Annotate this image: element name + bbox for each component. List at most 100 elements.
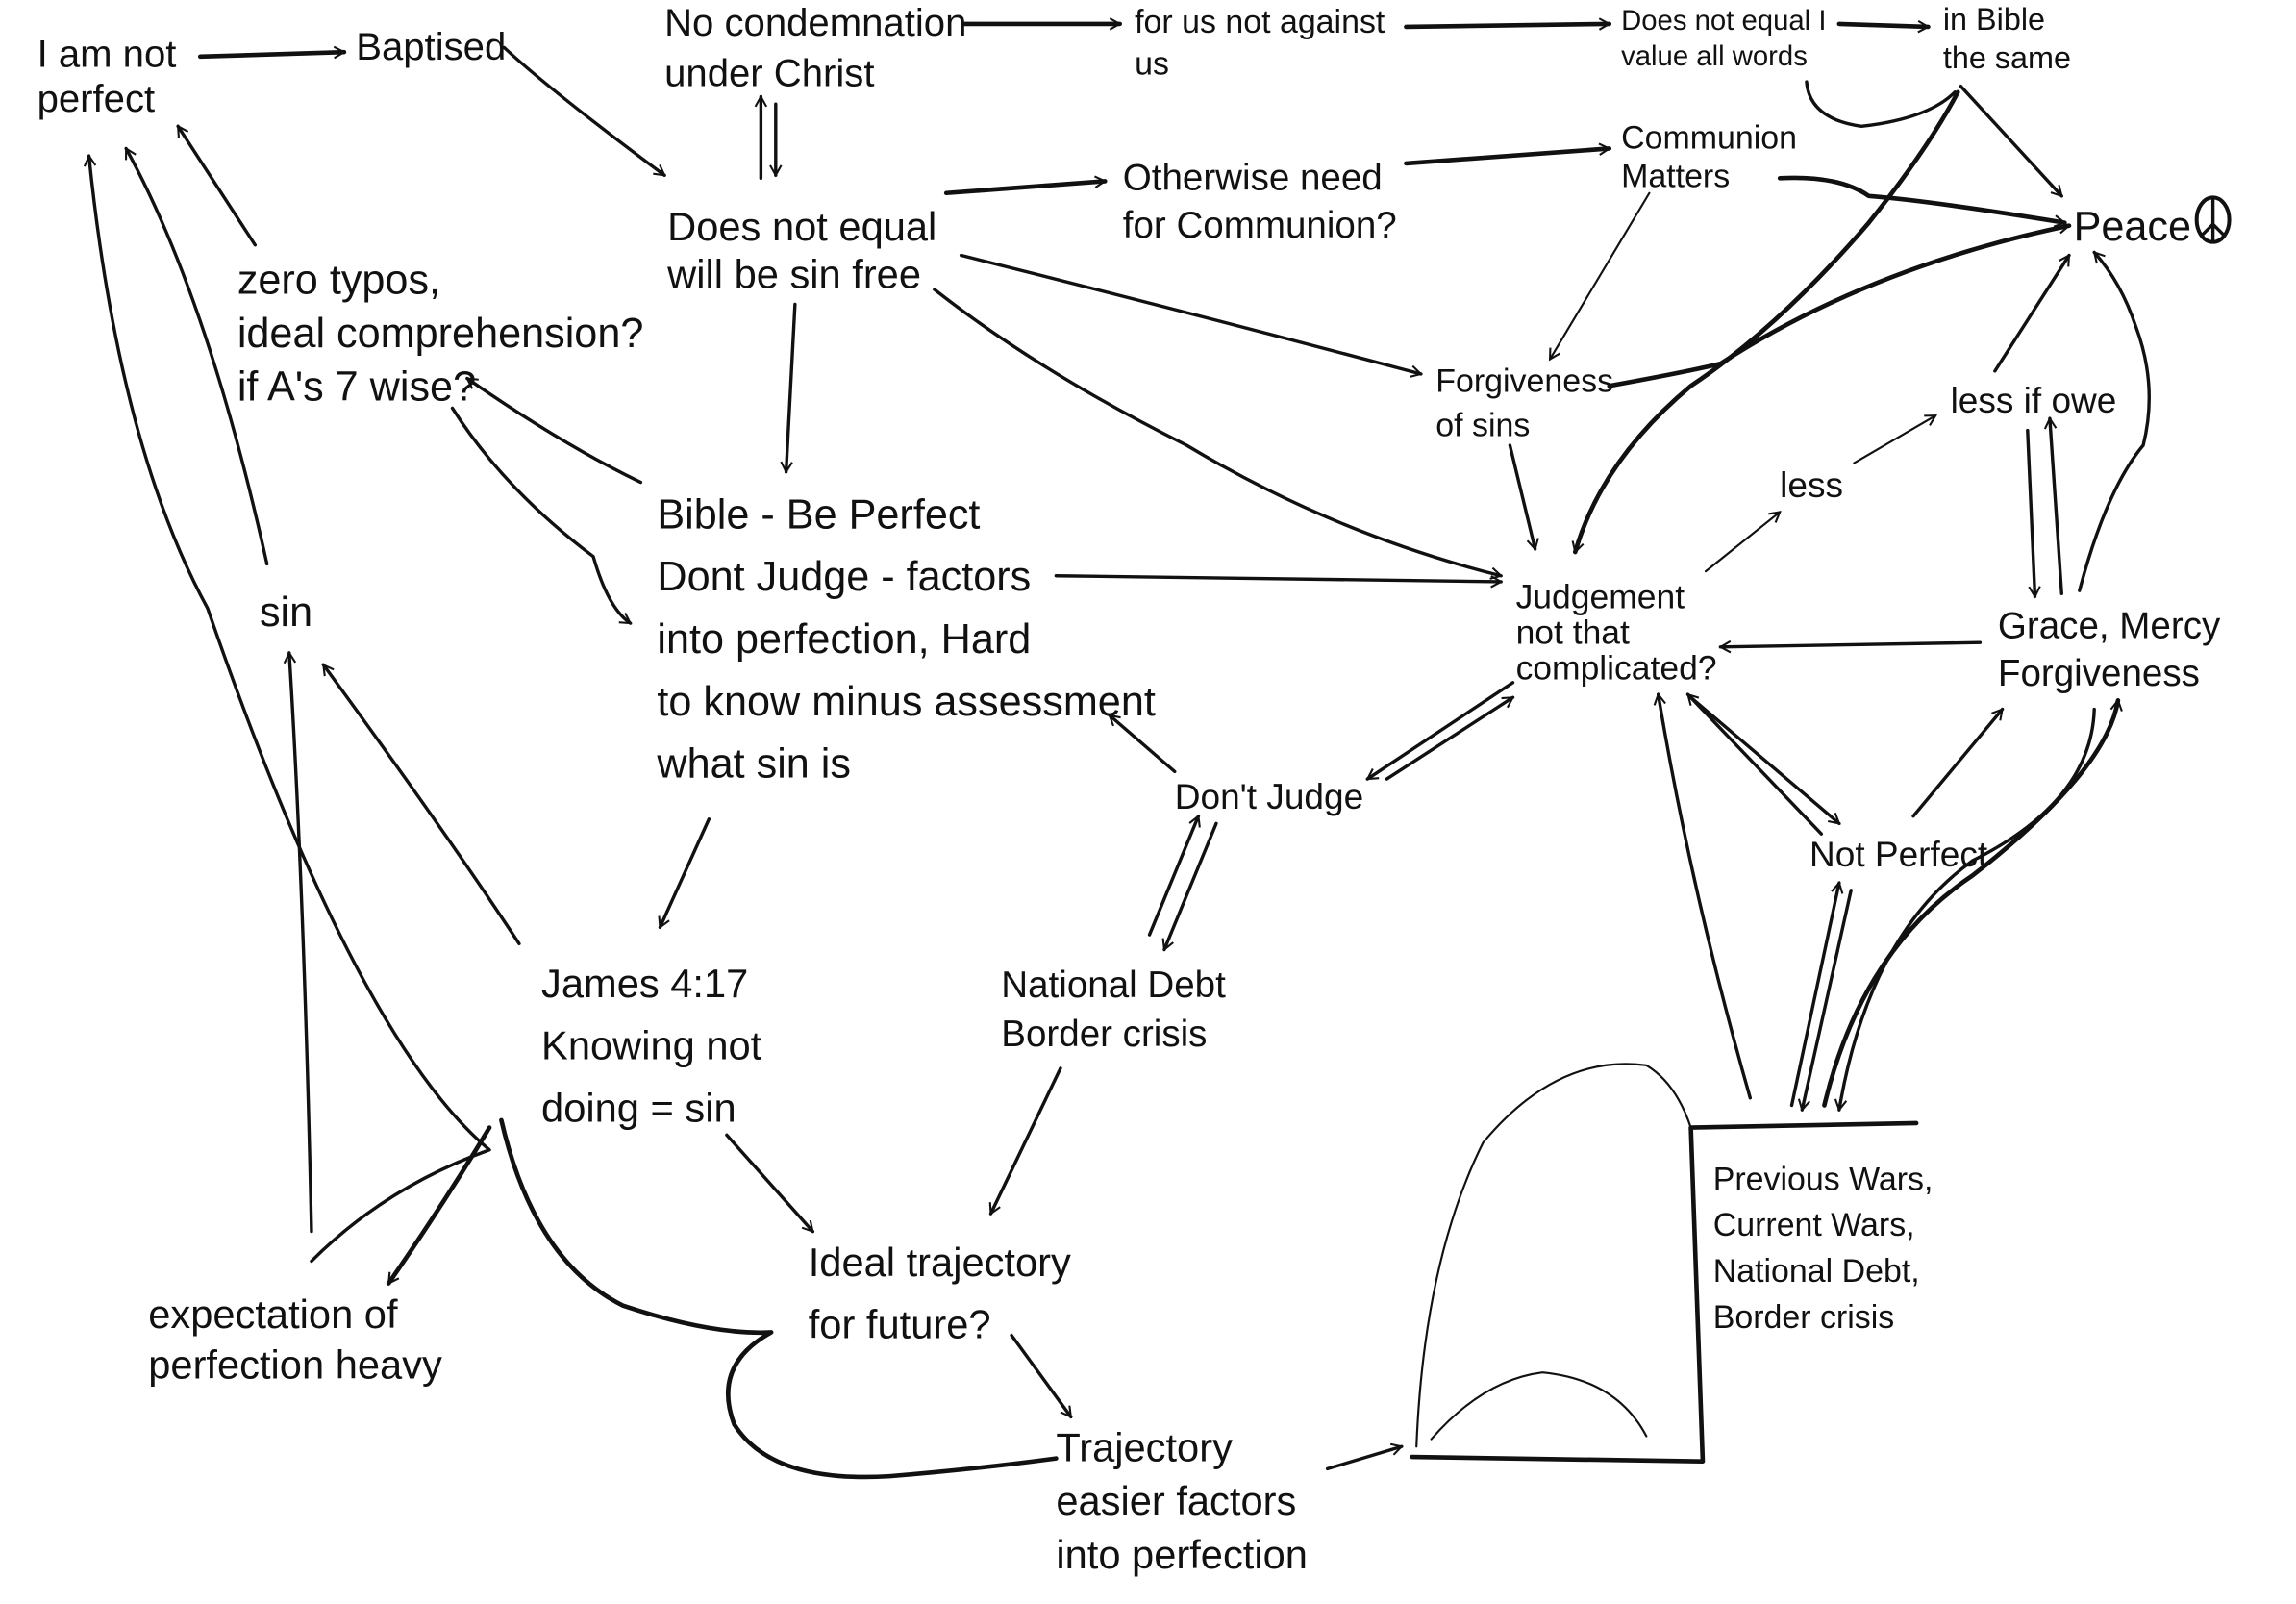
edge-judgement-less xyxy=(1704,511,1782,573)
node-line: I am not xyxy=(37,34,177,76)
node-line: the same xyxy=(1943,40,2071,75)
edge-james-ideal xyxy=(725,1133,815,1234)
node-line: Baptised xyxy=(356,26,506,68)
edge-dontjudge-bible xyxy=(1108,714,1177,774)
node-line: Trajectory xyxy=(1056,1425,1233,1470)
node-line: to know minus assessment xyxy=(657,679,1155,725)
node-line: what sin is xyxy=(656,741,851,788)
node-line: not that xyxy=(1516,614,1630,652)
edge-debt-ideal xyxy=(988,1066,1062,1216)
node-line: for Communion? xyxy=(1123,205,1397,246)
node-line: for us not against xyxy=(1135,4,1385,40)
node-trajectory-easier: Trajectory easier factors into perfection xyxy=(1056,1425,1308,1577)
edge-inbible-peace xyxy=(1959,84,2063,198)
node-line: Forgiveness xyxy=(1435,363,1613,399)
node-line: Otherwise need xyxy=(1123,158,1383,199)
edge-bible-james xyxy=(658,817,711,930)
edge-inbible-judgement xyxy=(1571,89,1960,555)
node-line: sin xyxy=(260,589,312,636)
edge-grace-wars xyxy=(1834,707,2096,1113)
node-line: expectation of xyxy=(148,1291,398,1337)
edge-zerotypos-bible xyxy=(450,406,633,625)
edge-baptised-sinfree xyxy=(502,45,666,177)
node-line: Knowing not xyxy=(541,1023,762,1068)
edge-bible-judgement xyxy=(1054,574,1504,589)
edge-otherwise-communion xyxy=(1404,142,1612,166)
edge-grace-peace xyxy=(2078,250,2151,592)
edge-debt-dontjudge xyxy=(1147,814,1201,937)
node-dont-judge: Don't Judge xyxy=(1175,776,1363,816)
node-line: Border crisis xyxy=(1001,1014,1207,1055)
node-line: Current Wars, xyxy=(1713,1207,1915,1243)
edge-notperfect-grace xyxy=(1911,707,2005,818)
edge-james-expectation xyxy=(386,1125,492,1286)
node-line: less if owe xyxy=(1951,380,2117,420)
node-line: will be sin free xyxy=(666,251,921,296)
node-line: James 4:17 xyxy=(541,961,748,1006)
node-less-if-owe: less if owe xyxy=(1951,380,2117,420)
node-line: Dont Judge - factors xyxy=(657,554,1031,600)
edge-ideal-trajectory xyxy=(1010,1333,1073,1419)
edge-wars-notperfect xyxy=(1789,880,1844,1108)
node-line: us xyxy=(1135,45,1169,82)
node-line: of sins xyxy=(1435,408,1530,444)
node-line: Don't Judge xyxy=(1175,776,1363,816)
node-line: into perfection xyxy=(1056,1532,1308,1577)
node-line: National Debt, xyxy=(1713,1253,1920,1290)
node-otherwise-communion: Otherwise need for Communion? xyxy=(1123,158,1397,246)
edge-judgement-notperfect xyxy=(1688,695,1841,826)
edge-loop-sin xyxy=(283,650,313,1234)
edge-value-inbible-loop xyxy=(1805,80,1957,129)
edge-judgement-dontjudge xyxy=(1365,681,1515,781)
node-line: Does not equal xyxy=(667,204,936,249)
wars-box xyxy=(1410,1120,1919,1465)
node-line: Matters xyxy=(1621,159,1730,195)
node-line: zero typos, xyxy=(237,258,440,304)
edge-lessifowe-peace xyxy=(1993,253,2071,373)
node-sin: sin xyxy=(260,589,312,636)
node-line: in Bible xyxy=(1943,2,2045,37)
edge-grace-lessifowe xyxy=(2043,416,2063,595)
edge-forus-value xyxy=(1404,17,1612,31)
node-line: Bible - Be Perfect xyxy=(657,491,980,538)
edge-value-inbible xyxy=(1836,19,1931,34)
edge-wars-judgement xyxy=(1653,692,1753,1100)
node-line: Peace xyxy=(2074,204,2191,250)
node-line: easier factors xyxy=(1056,1478,1296,1523)
edge-bible-zerotypos xyxy=(465,376,643,485)
node-not-perfect-2: Not Perfect xyxy=(1809,834,1988,874)
edge-james-sin xyxy=(321,663,521,946)
edge-sinfree-forgiveness xyxy=(959,253,1423,378)
node-line: complicated? xyxy=(1516,649,1717,688)
node-baptised: Baptised xyxy=(356,26,506,68)
edge-grace-judgement xyxy=(1718,639,1983,654)
edge-wars-grace xyxy=(1822,698,2123,1108)
node-line: Forgiveness xyxy=(1998,653,2200,694)
edge-forgiveness-judgement xyxy=(1508,443,1539,552)
edge-sinfree-otherwise xyxy=(943,175,1108,196)
edge-trajectory-mountain xyxy=(1325,1442,1404,1471)
node-line: ideal comprehension? xyxy=(237,311,644,357)
edge-dontjudge-judgement xyxy=(1385,695,1515,781)
node-line: Border crisis xyxy=(1713,1299,1895,1336)
node-line: less xyxy=(1780,464,1843,505)
node-line: perfect xyxy=(37,78,156,120)
edge-notperfect-wars xyxy=(1797,889,1853,1113)
node-line: Not Perfect xyxy=(1809,834,1988,874)
node-line: under Christ xyxy=(664,53,874,95)
node-wars: Previous Wars, Current Wars, National Debt… xyxy=(1713,1161,1934,1335)
node-line: Previous Wars, xyxy=(1713,1161,1934,1197)
node-line: Grace, Mercy xyxy=(1998,606,2221,647)
